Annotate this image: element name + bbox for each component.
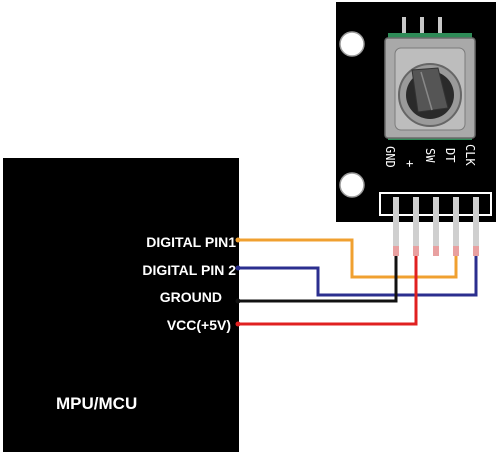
- mounting-hole-bottom: [339, 172, 365, 198]
- terminal-digital-pin-1: [235, 237, 241, 243]
- encoder-pin-label-gnd: GND: [383, 146, 397, 168]
- mcu-pin-label-digital-1: DIGITAL PIN1: [146, 234, 236, 250]
- encoder-knob-shaft: [411, 67, 449, 113]
- mcu-pin-label-vcc: VCC(+5V): [167, 317, 231, 333]
- encoder-pin-labels: GND + SW DT CLK: [383, 144, 477, 168]
- encoder-pin-label-clk: CLK: [463, 144, 477, 166]
- mcu-board: [3, 158, 239, 452]
- wire-digital-pin-2: [238, 256, 478, 297]
- header-pin: [453, 197, 459, 256]
- terminal-ground: [235, 298, 241, 304]
- mounting-hole-top: [339, 31, 365, 57]
- wire-vcc: [238, 256, 418, 326]
- wire-digital-pin-1: [238, 238, 458, 279]
- encoder-pin-label-dt: DT: [443, 148, 457, 162]
- encoder-pin-label-sw: SW: [423, 148, 437, 163]
- wire-ground: [238, 256, 398, 303]
- encoder-pin-label-vcc: +: [403, 160, 417, 167]
- terminal-digital-pin-2: [235, 265, 241, 271]
- header-pin: [413, 197, 419, 256]
- mcu-title: MPU/MCU: [56, 394, 137, 413]
- encoder-header: [379, 192, 492, 256]
- encoder-top-pins: [402, 17, 442, 33]
- header-pin: [433, 197, 439, 256]
- header-pin: [393, 197, 399, 256]
- header-pin: [473, 197, 479, 256]
- mcu-pin-label-digital-2: DIGITAL PIN 2: [142, 262, 236, 278]
- mcu-pin-label-ground: GROUND: [160, 289, 222, 305]
- terminal-vcc: [235, 321, 241, 327]
